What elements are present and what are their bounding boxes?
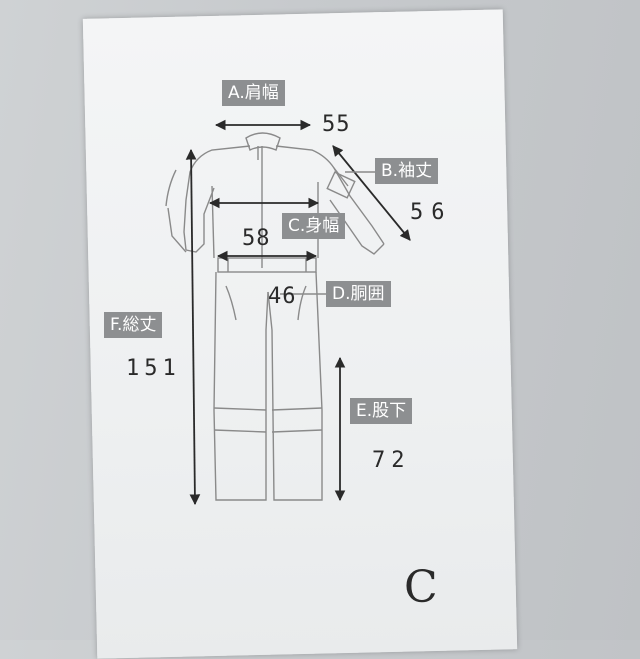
- label-waist: D.胴囲: [326, 281, 391, 307]
- label-shoulder-width: A.肩幅: [222, 80, 285, 106]
- value-inseam: 72: [372, 448, 411, 473]
- measurement-arrows: [185, 119, 411, 506]
- coverall-outline: [165, 132, 385, 501]
- value-chest-width: 58: [242, 226, 271, 251]
- value-shoulder-width: 55: [322, 112, 351, 137]
- value-total-length: 151: [126, 356, 181, 381]
- arrow-sleeve-length: [332, 145, 411, 241]
- label-sleeve-length: B.袖丈: [375, 158, 439, 184]
- coverall-diagram: [165, 119, 411, 506]
- value-waist: 46: [268, 284, 297, 309]
- label-chest-width: C.身幅: [282, 213, 346, 239]
- size-mark: C: [404, 562, 439, 613]
- label-inseam: E.股下: [350, 398, 413, 424]
- value-sleeve-length: 56: [410, 200, 453, 225]
- arrow-total-length: [185, 148, 201, 506]
- label-total-length: F.総丈: [104, 312, 163, 338]
